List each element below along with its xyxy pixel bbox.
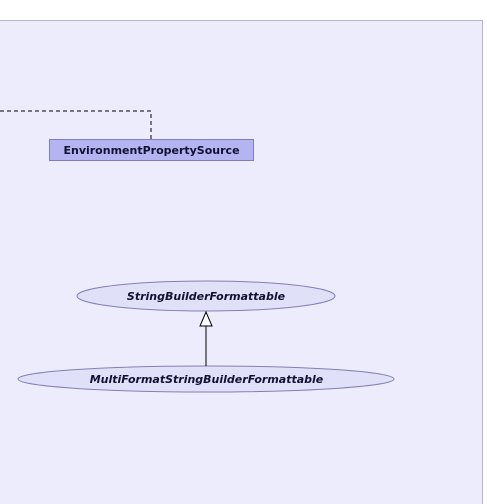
- diagram-canvas: [0, 20, 483, 504]
- class-environment-property-source-label: EnvironmentPropertySource: [63, 143, 240, 157]
- interface-string-builder-formattable[interactable]: StringBuilderFormattable: [77, 281, 335, 311]
- interface-multi-format-string-builder-formattable-label: MultiFormatStringBuilderFormattable: [89, 372, 324, 386]
- dependency-edge: [0, 110, 152, 139]
- interface-string-builder-formattable-label: StringBuilderFormattable: [126, 289, 286, 303]
- class-environment-property-source[interactable]: EnvironmentPropertySource: [49, 139, 254, 161]
- generalization-arrowhead: [199, 310, 213, 327]
- interface-multi-format-string-builder-formattable[interactable]: MultiFormatStringBuilderFormattable: [19, 366, 394, 392]
